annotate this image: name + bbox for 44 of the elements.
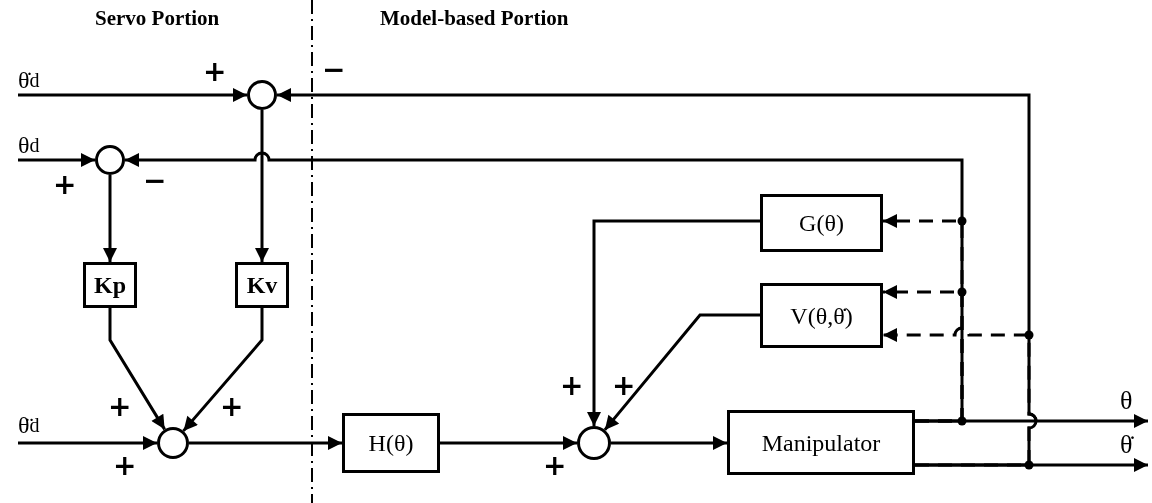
sign-label: + bbox=[53, 171, 77, 199]
block-box bbox=[83, 262, 137, 308]
block-label: G(θ) bbox=[799, 211, 844, 235]
block-label: V(θ,θ̇) bbox=[790, 303, 853, 328]
block-box bbox=[342, 413, 440, 473]
sign-label: + bbox=[612, 372, 636, 400]
arrow bbox=[18, 436, 157, 450]
summing-junction bbox=[577, 426, 611, 460]
sign-label: + bbox=[108, 393, 132, 421]
arrow bbox=[255, 110, 269, 262]
arrow bbox=[440, 436, 577, 450]
block-box bbox=[760, 283, 883, 348]
dashed-arrow bbox=[883, 285, 964, 423]
sign-label: + bbox=[113, 452, 137, 480]
sign-label: − bbox=[143, 167, 167, 195]
arrow bbox=[125, 153, 964, 423]
arrow bbox=[103, 175, 117, 262]
block-box bbox=[760, 194, 883, 252]
summing-junction bbox=[247, 80, 277, 110]
arrow bbox=[587, 219, 760, 426]
summing-junction bbox=[95, 145, 125, 175]
arrow bbox=[182, 308, 264, 432]
block-label: H(θ) bbox=[368, 431, 414, 455]
arrow bbox=[18, 153, 95, 167]
block-label: Kv bbox=[246, 273, 278, 297]
block-label: Manipulator bbox=[761, 430, 881, 455]
sign-label: − bbox=[322, 56, 346, 84]
sign-label: + bbox=[203, 58, 227, 86]
section-heading: Model-based Portion bbox=[380, 8, 569, 29]
section-heading: Servo Portion bbox=[95, 8, 220, 29]
dashed-arrow bbox=[883, 326, 1038, 467]
sign-label: + bbox=[560, 372, 584, 400]
sign-label: + bbox=[543, 452, 567, 480]
arrow bbox=[611, 436, 727, 450]
summing-junction bbox=[157, 427, 189, 459]
sign-label: + bbox=[220, 393, 244, 421]
arrow bbox=[18, 88, 247, 102]
arrow bbox=[603, 313, 760, 431]
arrow bbox=[277, 88, 1036, 467]
block-label: Kp bbox=[94, 273, 126, 297]
block-box bbox=[235, 262, 289, 308]
arrow bbox=[108, 308, 166, 431]
arrow bbox=[189, 436, 342, 450]
block-box bbox=[727, 410, 915, 475]
